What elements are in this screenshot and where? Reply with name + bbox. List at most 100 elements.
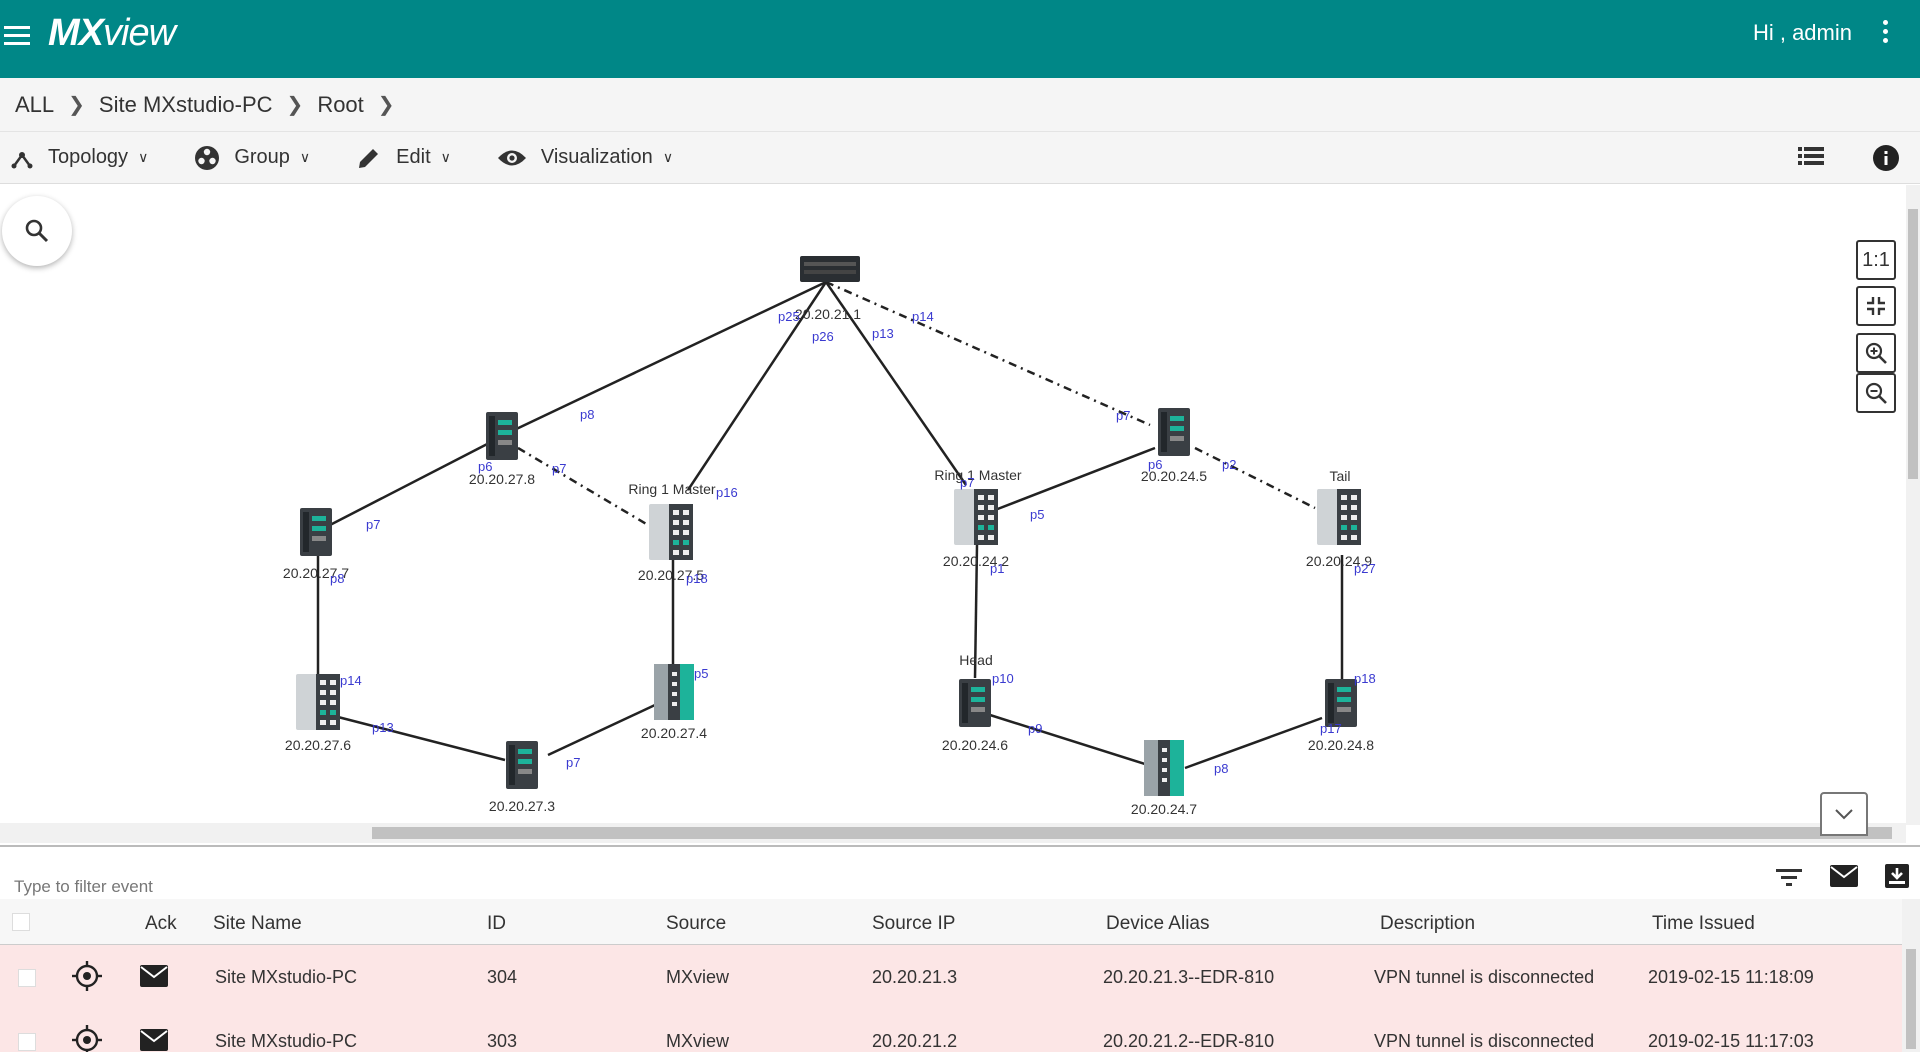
link[interactable] [824, 281, 968, 486]
port-label: p26 [812, 329, 834, 344]
breadcrumb-all[interactable]: ALL [15, 91, 55, 117]
zoom-reset-button[interactable]: 1:1 [1856, 240, 1896, 280]
device-ip-label: 20.20.27.3 [489, 798, 555, 814]
scrollbar-thumb[interactable] [1906, 949, 1916, 1049]
edit-label: Edit [396, 146, 431, 168]
port-label: p16 [716, 485, 738, 500]
canvas-vertical-scrollbar[interactable] [1906, 185, 1920, 825]
device-switch[interactable] [954, 489, 998, 545]
device-role-label: Ring 1 Master [628, 481, 715, 497]
breadcrumb: ALL ❯ Site MXstudio-PC ❯ Root ❯ [0, 78, 1920, 132]
device-switch[interactable] [959, 679, 991, 727]
row-checkbox[interactable] [18, 1033, 36, 1051]
cell-time-issued: 2019-02-15 11:17:03 [1648, 1031, 1814, 1051]
device-switch[interactable] [1158, 408, 1190, 456]
group-icon [195, 145, 220, 170]
zoom-out-button[interactable] [1856, 373, 1896, 413]
cell-site-name: Site MXstudio-PC [215, 1031, 358, 1051]
locate-icon[interactable] [72, 961, 102, 991]
search-button[interactable] [2, 196, 72, 266]
more-options-icon[interactable] [1880, 20, 1890, 48]
chevron-right-icon: ❯ [286, 94, 304, 116]
info-icon[interactable] [1872, 144, 1900, 177]
edit-menu[interactable]: Edit ∨ [356, 145, 451, 171]
device-ip-label: 20.20.24.5 [1141, 468, 1207, 484]
breadcrumb-root[interactable]: Root [317, 91, 364, 117]
device-switch[interactable] [1317, 489, 1361, 545]
event-table-scrollbar[interactable] [1902, 899, 1920, 1052]
link[interactable] [517, 446, 649, 527]
column-header-id[interactable]: ID [487, 913, 506, 934]
locate-icon[interactable] [72, 1025, 102, 1052]
topology-canvas[interactable]: 20.20.21.1 20.20.27.8 20.20.27.7 20.20.2… [0, 185, 1906, 825]
link[interactable] [509, 280, 827, 434]
cell-time-issued: 2019-02-15 11:18:09 [1648, 967, 1814, 987]
fit-to-screen-button[interactable] [1856, 286, 1896, 326]
row-checkbox[interactable] [18, 969, 36, 987]
port-label: p14 [912, 309, 934, 324]
visualization-menu[interactable]: Visualization ∨ [497, 146, 673, 169]
select-all-checkbox[interactable] [12, 913, 30, 931]
cell-source: MXview [666, 967, 730, 987]
cell-site-name: Site MXstudio-PC [215, 967, 358, 987]
group-label: Group [234, 146, 290, 168]
visualization-label: Visualization [540, 146, 653, 168]
device-switch[interactable] [1325, 679, 1357, 727]
device-switch[interactable] [649, 504, 693, 560]
export-icon[interactable] [1884, 863, 1910, 894]
menu-icon[interactable] [4, 26, 30, 46]
device-switch[interactable] [300, 508, 332, 556]
device-switch[interactable] [654, 664, 694, 720]
link[interactable] [547, 703, 656, 757]
table-row[interactable]: Site MXstudio-PC 304 MXview 20.20.21.3 2… [0, 945, 1902, 1009]
port-label: p7 [960, 475, 974, 490]
column-header-ack[interactable]: Ack [145, 913, 177, 934]
column-header-device-alias[interactable]: Device Alias [1106, 913, 1210, 934]
link[interactable] [1194, 446, 1316, 510]
device-switch[interactable] [506, 741, 538, 789]
column-header-site-name[interactable]: Site Name [213, 913, 302, 934]
zoom-in-button[interactable] [1856, 333, 1896, 373]
topology-graph[interactable]: 20.20.21.1 20.20.27.8 20.20.27.7 20.20.2… [0, 185, 1906, 825]
group-menu[interactable]: Group ∨ [194, 145, 310, 171]
port-label: p18 [1354, 671, 1376, 686]
column-header-time-issued[interactable]: Time Issued [1652, 913, 1755, 934]
canvas-horizontal-scrollbar[interactable] [0, 823, 1906, 843]
cell-source-ip: 20.20.21.3 [872, 967, 958, 987]
column-header-source-ip[interactable]: Source IP [872, 913, 956, 934]
cell-device-alias: 20.20.21.2--EDR-810 [1103, 1031, 1275, 1051]
port-label: p8 [580, 407, 594, 422]
device-role-label: Ring 1 Master [934, 467, 1021, 483]
breadcrumb-site[interactable]: Site MXstudio-PC [98, 91, 273, 117]
link[interactable] [994, 446, 1156, 512]
collapse-panel-button[interactable] [1820, 792, 1868, 836]
table-row[interactable]: Site MXstudio-PC 303 MXview 20.20.21.2 2… [0, 1009, 1902, 1052]
port-label: p8 [1214, 761, 1228, 776]
filter-icon[interactable] [1776, 867, 1802, 892]
list-view-icon[interactable] [1798, 144, 1824, 173]
port-label: p9 [1028, 721, 1042, 736]
link[interactable] [989, 713, 1149, 767]
column-header-source[interactable]: Source [666, 913, 727, 934]
event-filter-input[interactable] [4, 873, 890, 901]
link[interactable] [337, 715, 506, 762]
mail-icon[interactable] [140, 965, 168, 987]
device-switch[interactable] [296, 674, 340, 730]
link[interactable] [973, 544, 979, 679]
scrollbar-thumb[interactable] [1908, 209, 1918, 479]
mail-icon[interactable] [1830, 865, 1858, 892]
device-switch[interactable] [1144, 740, 1184, 796]
top-bar: MXview Hi , admin [0, 0, 1920, 78]
device-ip-label: 20.20.21.1 [795, 306, 861, 322]
mail-icon[interactable] [140, 1029, 168, 1051]
link[interactable] [329, 438, 496, 527]
port-label: p14 [340, 673, 362, 688]
cell-source: MXview [666, 1031, 730, 1051]
link[interactable] [686, 281, 828, 491]
device-switch[interactable] [486, 412, 518, 460]
column-header-description[interactable]: Description [1380, 913, 1476, 934]
link[interactable] [1184, 716, 1323, 770]
scrollbar-thumb[interactable] [372, 827, 1892, 839]
topology-menu[interactable]: Topology ∨ [10, 146, 148, 170]
device-core-router[interactable] [800, 256, 860, 282]
